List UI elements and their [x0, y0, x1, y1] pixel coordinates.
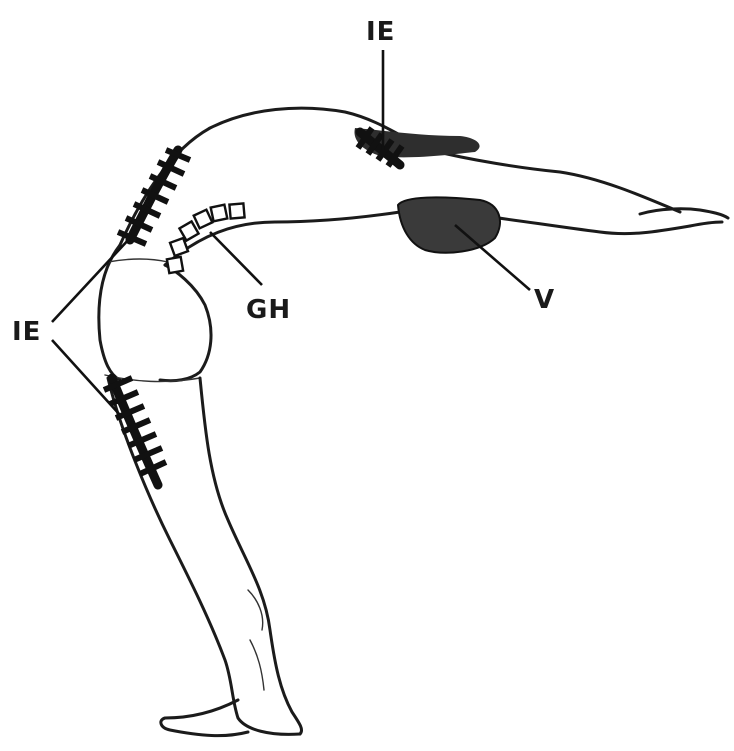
label-ie-left: IE	[12, 317, 41, 347]
front-leg-outline	[200, 378, 302, 734]
label-v: V	[534, 285, 555, 315]
head-shape	[398, 197, 500, 252]
label-gh: GH	[246, 295, 291, 325]
shorts-line	[105, 259, 200, 382]
hip-outline	[99, 245, 211, 381]
leader-gh	[210, 232, 262, 285]
leg-shading	[248, 590, 264, 690]
human-figure	[99, 108, 728, 735]
hand-outline	[640, 209, 728, 226]
leader-ie-left-upper	[52, 238, 130, 322]
label-ie-top: IE	[366, 17, 395, 47]
